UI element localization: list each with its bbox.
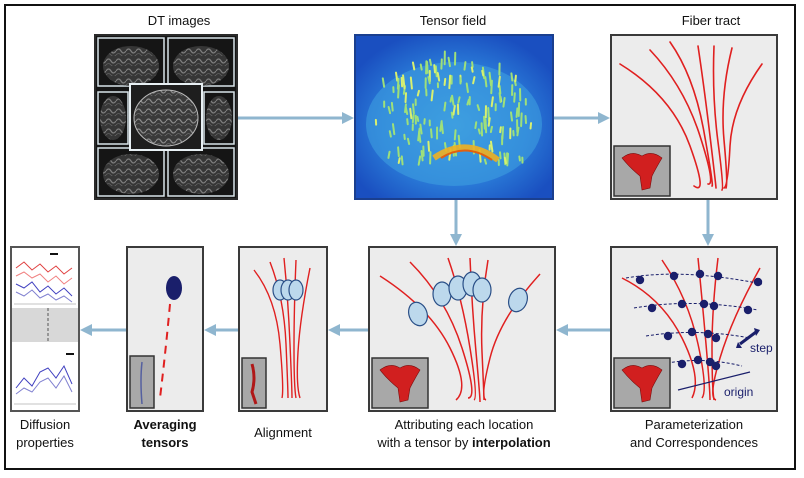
averaging-drawing xyxy=(129,276,182,409)
step-label: step xyxy=(750,341,773,355)
label-tensor-field: Tensor field xyxy=(419,13,487,28)
red-fiber-bundle-thumbnail-icon xyxy=(621,153,663,191)
parameterization-drawing: step origin xyxy=(613,257,773,409)
parameterization-panel: step origin xyxy=(610,246,778,412)
origin-line xyxy=(677,371,751,391)
label-parameterization: Parameterization and Correspondences xyxy=(630,417,758,450)
label-interpolation: Attributing each location with a tensor … xyxy=(377,417,551,450)
flow-arrows xyxy=(80,112,714,336)
red-fiber-bundle-thumbnail-icon xyxy=(621,365,663,403)
interpolation-drawing xyxy=(371,257,541,409)
red-fiber-bundle-thumbnail-icon xyxy=(379,365,421,403)
tensor-field-image xyxy=(356,36,552,198)
alignment-drawing xyxy=(241,257,311,409)
diagram-frame: DT images Tensor field Fiber tract xyxy=(4,4,796,470)
label-averaging-tensors: Averaging tensors xyxy=(133,417,197,450)
alignment-panel xyxy=(238,246,328,412)
diffusion-properties-panel xyxy=(10,246,80,412)
label-fiber-tract: Fiber tract xyxy=(681,13,741,28)
tensor-field-panel xyxy=(354,34,554,200)
origin-label: origin xyxy=(724,385,753,399)
diffusion-plots xyxy=(12,248,78,410)
fiber-tract-panel xyxy=(610,34,778,200)
dt-images-mosaic xyxy=(96,36,236,198)
label-diffusion-properties: Diffusion properties xyxy=(16,417,74,450)
step-arrow xyxy=(739,330,757,346)
label-dt-images: DT images xyxy=(147,13,211,28)
fiber-tract-drawing xyxy=(613,41,763,197)
interpolation-panel xyxy=(368,246,556,412)
label-alignment: Alignment xyxy=(254,425,312,440)
dt-images-panel xyxy=(94,34,238,200)
averaging-panel xyxy=(126,246,204,412)
